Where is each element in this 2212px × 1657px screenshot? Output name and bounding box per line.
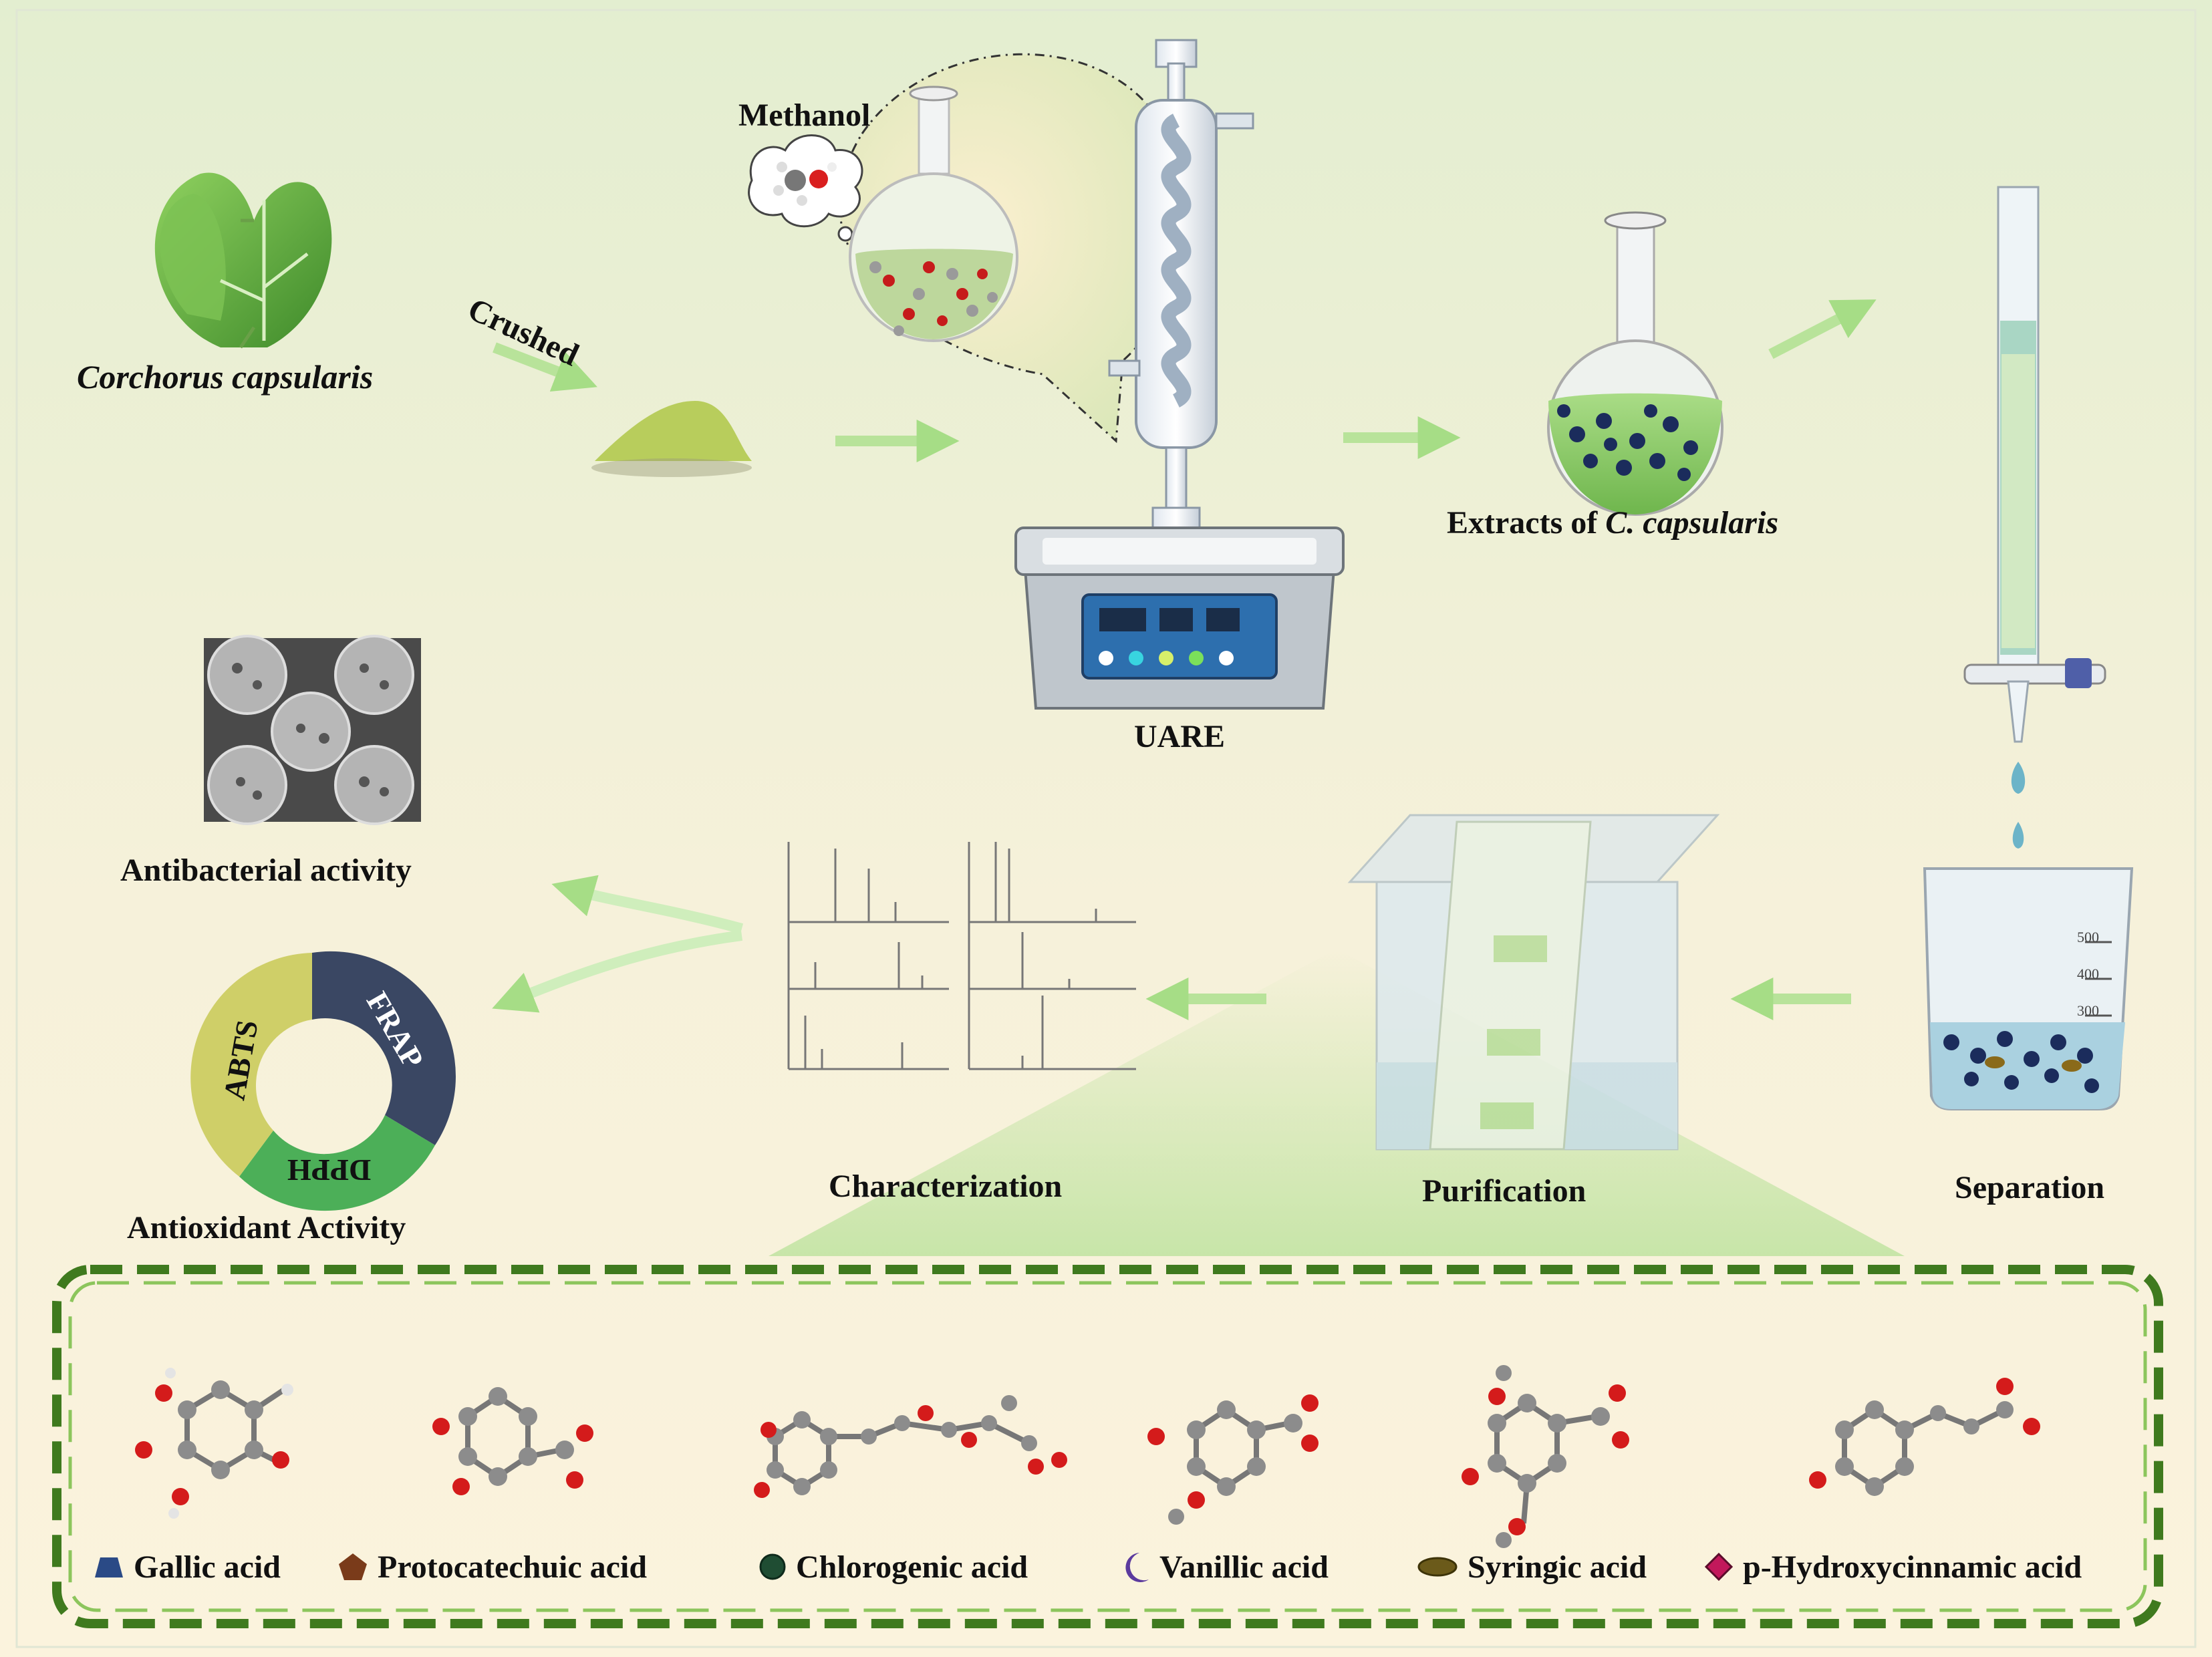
antioxidant-ring (190, 951, 456, 1211)
arrow-crushed (493, 342, 597, 392)
antibacterial-label: Antibacterial activity (120, 853, 412, 888)
diamond-icon (1704, 1552, 1734, 1581)
purification-label: Purification (1422, 1173, 1586, 1209)
arrow-to-column (1768, 299, 1877, 359)
methanol-label: Methanol (738, 98, 871, 133)
beaker-mark-300: 300 (2077, 1002, 2099, 1019)
arrow-to-antioxidant (492, 930, 743, 1013)
arrow-to-antibacterial (551, 875, 744, 934)
leaf-icon (154, 172, 332, 349)
legend-chlorogenic-acid: Chlorogenic acid (758, 1547, 1028, 1587)
separation-label: Separation (1955, 1170, 2105, 1205)
pentagon-icon (339, 1553, 367, 1580)
beaker-icon (1923, 867, 2134, 1110)
trapezoid-icon (95, 1557, 123, 1577)
circle-icon (759, 1553, 786, 1580)
legend-protocatechuic-acid: Protocatechuic acid (337, 1547, 647, 1587)
legend-gallic-acid: Gallic acid (94, 1547, 281, 1587)
crescent-icon (1125, 1553, 1149, 1582)
legend-p-hydroxycinnamic-acid: p-Hydroxycinnamic acid (1704, 1547, 2082, 1587)
legend-vanillic-acid: Vanillic acid (1119, 1547, 1329, 1587)
extracts-label: Extracts of C. capsularis (1447, 505, 1778, 541)
molecule-structures (135, 1365, 2040, 1548)
antioxidant-label: Antioxidant Activity (127, 1210, 406, 1245)
uare-label: UARE (1134, 719, 1226, 754)
beaker-mark-400: 400 (2077, 965, 2099, 982)
ultrasonic-bath-icon (1014, 526, 1345, 710)
ring-dpph: DPPH (287, 1153, 372, 1187)
flask-icon (849, 86, 1018, 342)
extract-flask-icon (1547, 211, 1723, 516)
petri-dish-photo (204, 635, 421, 825)
plant-label: Corchorus capsularis (77, 358, 374, 396)
methanol-cloud (748, 134, 868, 253)
ellipse-icon (1417, 1557, 1458, 1577)
tlc-chamber-icon (1347, 814, 1720, 1151)
molecule-frame (52, 1265, 2163, 1628)
beaker-mark-500: 500 (2077, 929, 2099, 945)
powder-icon (595, 401, 752, 461)
green-glow (769, 949, 1905, 1256)
legend-syringic-acid: Syringic acid (1417, 1547, 1647, 1587)
column-icon (1963, 186, 2106, 898)
spectra-grid-icon (787, 842, 1136, 1070)
characterization-label: Characterization (829, 1169, 1063, 1204)
